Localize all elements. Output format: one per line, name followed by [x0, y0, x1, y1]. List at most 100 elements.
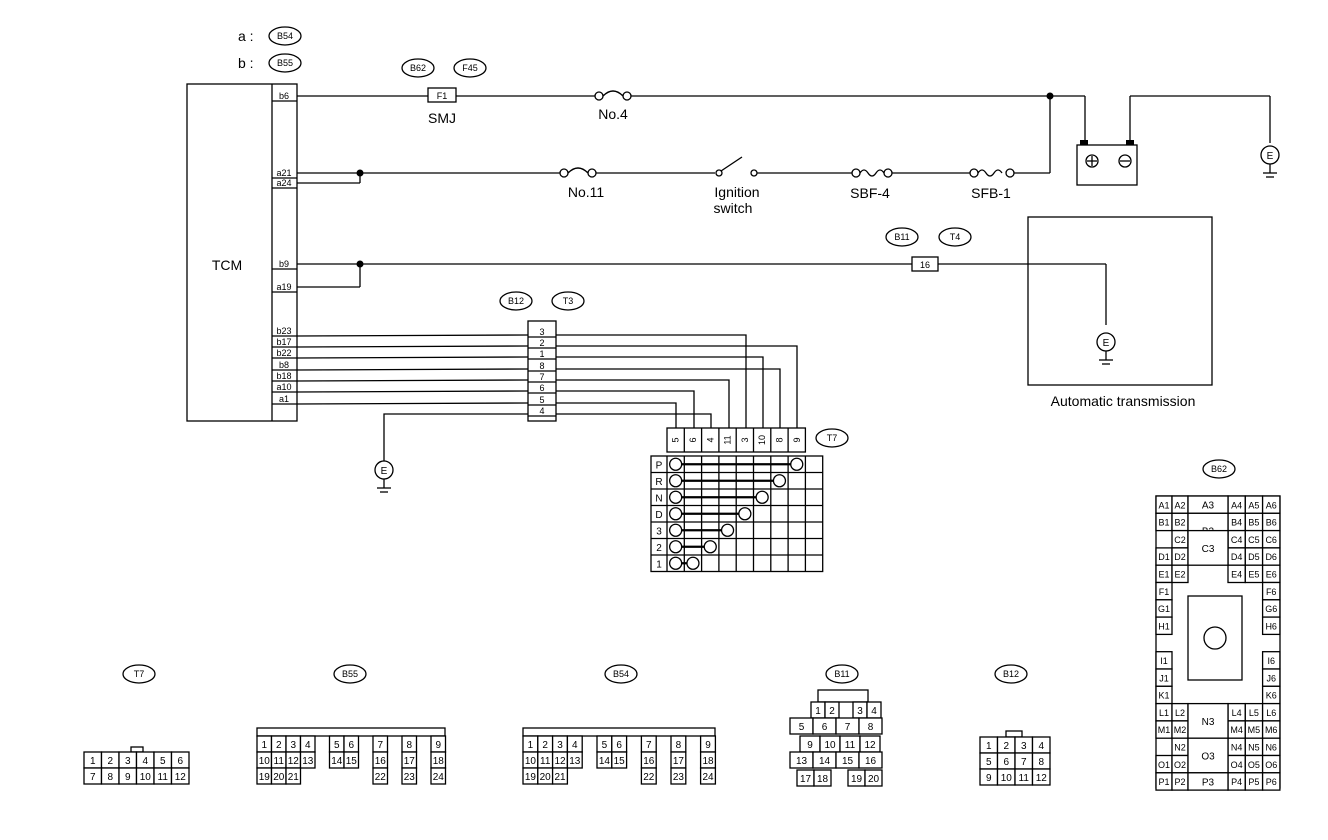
- legend-a-key: a :: [238, 28, 254, 44]
- b11-view-pin-10: 10: [824, 740, 836, 751]
- t7-view-pin-10: 10: [140, 772, 152, 783]
- smj-pin: F1: [437, 91, 448, 101]
- t7-row-N: N: [655, 494, 662, 505]
- b55-view-pin-1: 1: [261, 740, 267, 751]
- t7-view-pin-6: 6: [177, 756, 183, 767]
- oval-t3: [551, 291, 585, 311]
- wire-b6-battery: F1 B62 F45 SMJ No.4: [297, 58, 1085, 173]
- t7-contact: [755, 490, 769, 504]
- b62-pin-C2: C2: [1174, 535, 1186, 545]
- b62-pin-B6: B6: [1266, 518, 1277, 528]
- b12-view-pin-2: 2: [1003, 741, 1009, 752]
- automatic-transmission: Automatic transmission: [1027, 216, 1213, 409]
- sfb1-element: [977, 169, 1003, 177]
- b62-pin-C4: C4: [1231, 535, 1243, 545]
- b62-pin-N6: N6: [1265, 743, 1277, 753]
- t7-contact: [686, 556, 700, 570]
- b62-view-oval: [1202, 459, 1236, 479]
- b55-view-pin-23: 23: [404, 772, 416, 783]
- b62-pin-J1: J1: [1159, 673, 1169, 683]
- ground-label: E: [1267, 151, 1274, 162]
- b54-view-pin-11: 11: [540, 756, 551, 767]
- b54-view-pin-5: 5: [602, 740, 608, 751]
- legend-b-connector: B55: [277, 58, 293, 68]
- smj-connector: [427, 87, 457, 103]
- b11-view-pin-19: 19: [851, 774, 863, 785]
- b11-view-pin-16: 16: [865, 756, 877, 767]
- t7-contact: [669, 523, 683, 537]
- b11-view-pin-5: 5: [799, 722, 805, 733]
- b55-view-pin-4: 4: [305, 740, 311, 751]
- t7-col-8: 8: [774, 437, 784, 442]
- b62-pin-O5: O5: [1248, 760, 1260, 770]
- b62-pin-B4: B4: [1231, 518, 1242, 528]
- b62-pin-B5: B5: [1248, 518, 1259, 528]
- b12-view-pin-9: 9: [986, 773, 992, 784]
- tcm-label: TCM: [212, 257, 242, 273]
- b62-pin-P4: P4: [1231, 777, 1242, 787]
- oval-b12: [499, 291, 533, 311]
- tcm-pin-a10: a10: [276, 382, 291, 392]
- sbf4-element: [859, 169, 885, 177]
- b54-view-pin-21: 21: [554, 772, 566, 783]
- b62-pin-A2: A2: [1174, 500, 1185, 510]
- fuse11-left: [559, 168, 569, 178]
- b55-view-pin-17: 17: [404, 756, 416, 767]
- b54-view-pin: [640, 767, 657, 785]
- b55-view-oval-label: B55: [342, 669, 358, 679]
- b54-view-pin-22: 22: [643, 772, 655, 783]
- t3-pin-8: 8: [539, 361, 544, 371]
- fuse11-right: [587, 168, 597, 178]
- b55-view-pin: [299, 751, 316, 769]
- t7-contact: [720, 523, 735, 537]
- b62-pin-O6: O6: [1265, 760, 1277, 770]
- b11-view-pin-3: 3: [857, 706, 863, 717]
- b54-view-pin-7: 7: [646, 740, 652, 751]
- at-box: [1027, 216, 1213, 386]
- oval-b62: [401, 58, 435, 78]
- b54-view-pin: [551, 767, 569, 785]
- b11-view-pin-7: 7: [845, 722, 851, 733]
- b54-view-pin-15: 15: [614, 756, 626, 767]
- b11-view-pin: [864, 769, 883, 787]
- b12-view-pin-4: 4: [1038, 741, 1044, 752]
- sfb1-label: SFB-1: [971, 185, 1011, 201]
- t3-pin-3: 3: [539, 327, 544, 337]
- legend-b-key: b :: [238, 55, 254, 71]
- t7-row-D: D: [655, 510, 662, 521]
- fuse4-element: [602, 90, 624, 97]
- b62-pin-M2: M2: [1174, 725, 1187, 735]
- ignition-label-line2: switch: [714, 200, 753, 216]
- b12-view-pin-5: 5: [986, 757, 992, 768]
- sbf4-left: [851, 168, 861, 178]
- b62-pin-O4: O4: [1231, 760, 1243, 770]
- b11-view-pin: [813, 769, 832, 787]
- tcm-pin-b6: b6: [279, 91, 289, 101]
- tcm-pin-b22: b22: [276, 348, 291, 358]
- t7-view-oval: [122, 664, 156, 684]
- b54-view-pin: [670, 767, 687, 785]
- b62-view-oval-label: B62: [1211, 464, 1227, 474]
- t7-view-pin-9: 9: [125, 772, 131, 783]
- t7-contact: [790, 457, 804, 471]
- b62-pin-B2: B2: [1174, 518, 1185, 528]
- b11-pin: 16: [920, 260, 930, 270]
- b55-view-pin-12: 12: [288, 756, 300, 767]
- b11-view-pin-15: 15: [842, 756, 854, 767]
- t7-contact: [669, 490, 683, 504]
- legend-b-oval: [268, 53, 302, 73]
- b62-pin-M1: M1: [1158, 725, 1171, 735]
- b62-pin-D1: D1: [1158, 552, 1170, 562]
- oval-f45: [453, 58, 487, 78]
- t7-row-R: R: [655, 477, 662, 488]
- b62-pin-E2: E2: [1174, 570, 1185, 580]
- b55-view-pin-3: 3: [290, 740, 296, 751]
- t7-view-pin-2: 2: [107, 756, 113, 767]
- b62-pin-D5: D5: [1248, 552, 1260, 562]
- b62-pin-P3: P3: [1202, 777, 1215, 788]
- b54-view-pin-2: 2: [542, 740, 548, 751]
- t7-col-9: 9: [792, 437, 802, 442]
- b54-view-pin-3: 3: [557, 740, 563, 751]
